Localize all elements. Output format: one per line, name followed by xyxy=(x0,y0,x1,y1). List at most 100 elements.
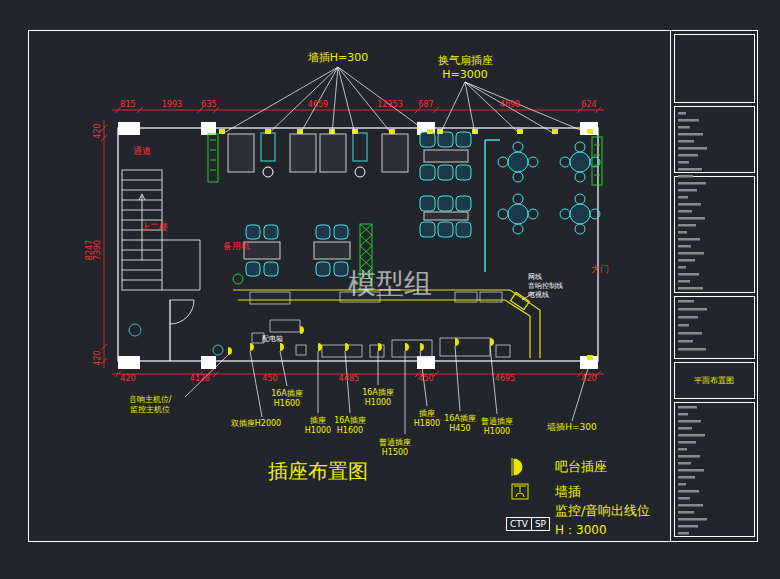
title-block-marks xyxy=(678,504,703,507)
wall-sockets xyxy=(265,129,271,134)
title-block-marks xyxy=(678,532,689,535)
planters xyxy=(210,140,600,175)
staircase xyxy=(122,170,200,290)
callout: 普通插座 H1000 xyxy=(481,417,513,438)
title-block-marks xyxy=(678,119,699,122)
dimension-lines xyxy=(101,107,604,377)
dimension: 815 xyxy=(120,100,135,110)
title-block-marks xyxy=(678,112,707,535)
title-block-marks xyxy=(678,340,693,343)
legend-note: H：3000 xyxy=(555,523,607,539)
dimension: 4485 xyxy=(339,374,359,384)
glass-partition xyxy=(485,140,500,272)
columns xyxy=(118,122,598,369)
title-block-marks xyxy=(678,441,696,444)
chairs xyxy=(438,132,453,147)
bar-counter xyxy=(511,292,530,309)
dimension: 7390 xyxy=(93,240,103,260)
title-block-marks xyxy=(678,196,688,199)
title-block-marks xyxy=(678,154,698,157)
room-label: 备用机 xyxy=(223,241,250,253)
chairs xyxy=(334,262,348,276)
dimension: 1993 xyxy=(162,100,182,110)
wall-sockets xyxy=(219,129,593,360)
planters xyxy=(208,134,218,182)
room-label: 通道 xyxy=(133,146,151,158)
dimension: 687 xyxy=(418,100,433,110)
drawing-frame xyxy=(675,107,755,173)
room-label: 大门 xyxy=(591,264,609,276)
chairs xyxy=(420,222,435,237)
dimension: 624 xyxy=(581,100,596,110)
title-cell: 平面布置图 xyxy=(691,374,737,387)
appliances xyxy=(496,345,510,357)
callout: 换气扇插座 H=3000 xyxy=(438,54,493,83)
legend-symbols xyxy=(514,486,526,497)
planters xyxy=(208,134,602,284)
dimension-lines xyxy=(104,120,105,368)
booth-tables xyxy=(382,134,408,172)
box-text: SP xyxy=(531,518,549,530)
columns xyxy=(201,356,216,369)
dimension: 420 xyxy=(581,374,596,384)
title-block-marks xyxy=(678,308,707,311)
title-block-marks xyxy=(678,420,701,423)
appliances xyxy=(322,345,362,357)
title-block-marks xyxy=(678,203,701,206)
title-block-marks xyxy=(678,497,690,500)
title-block-marks xyxy=(678,273,699,276)
bar-counter xyxy=(233,290,540,358)
chairs xyxy=(456,196,471,211)
booth-seats xyxy=(353,133,367,161)
columns xyxy=(201,122,216,135)
door-swing xyxy=(129,300,223,355)
tables xyxy=(424,150,468,162)
callout: 双插座H2000 xyxy=(231,419,281,429)
title-block-marks xyxy=(678,332,702,335)
title-block-marks xyxy=(678,210,692,213)
box-text: CTV xyxy=(507,518,531,530)
callout: 墙插H=300 xyxy=(547,422,597,434)
leader-lines xyxy=(185,346,590,434)
booth-seats xyxy=(261,133,367,177)
columns xyxy=(118,356,140,369)
title-block-marks xyxy=(678,483,686,486)
wall-sockets xyxy=(517,129,523,134)
chairs xyxy=(334,225,348,239)
title-block-marks xyxy=(678,231,687,234)
equipment-label: 配电箱 xyxy=(262,335,283,344)
bar-sockets xyxy=(228,326,494,355)
chairs xyxy=(246,225,260,239)
columns xyxy=(580,356,598,369)
chairs xyxy=(264,225,278,239)
drawing-frame xyxy=(29,31,758,542)
title-block-marks xyxy=(678,238,700,241)
drawing-frame xyxy=(675,297,755,359)
chairs xyxy=(456,132,471,147)
round-tables xyxy=(560,194,600,234)
title-block-marks xyxy=(678,133,703,136)
legend-text: 监控/音响出线位 xyxy=(555,503,650,520)
staircase xyxy=(139,194,145,200)
chairs xyxy=(316,262,330,276)
title-block-marks xyxy=(678,348,706,351)
title-block-marks xyxy=(678,462,691,465)
callout: 16A插座 H1600 xyxy=(271,389,303,410)
booth-tables xyxy=(228,134,408,172)
title-block-marks xyxy=(678,259,695,262)
walls xyxy=(118,128,598,361)
callout: 普通插座 H1500 xyxy=(379,438,411,459)
title-block-marks xyxy=(678,434,705,437)
title-block-marks xyxy=(678,168,702,171)
monitor-outlet-box: CTVSP xyxy=(506,517,550,531)
dimension: 4695 xyxy=(495,374,515,384)
staircase xyxy=(162,240,200,290)
title-block-marks xyxy=(678,300,694,303)
chairs xyxy=(438,196,453,211)
callout: 插座 H1000 xyxy=(305,416,331,437)
bar-counter xyxy=(233,290,540,358)
legend-symbols xyxy=(512,458,528,499)
booth-tables xyxy=(228,134,254,172)
dimension: 4698 xyxy=(500,100,520,110)
cable-note: 网线 音响控制线 电视线 xyxy=(528,273,563,300)
